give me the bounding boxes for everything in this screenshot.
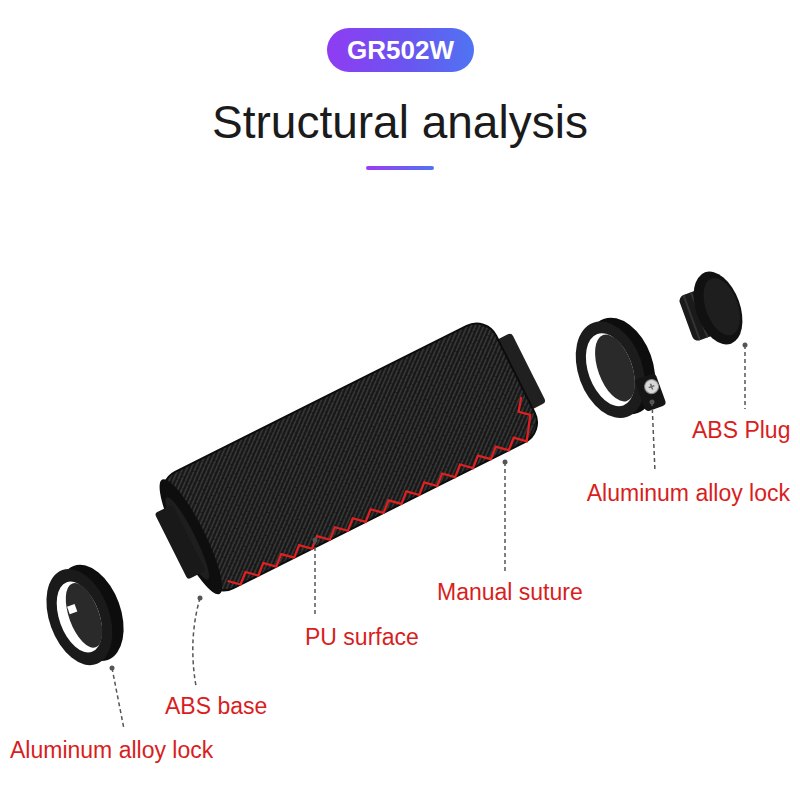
part-label: PU surface [303, 624, 421, 650]
abs-plug [673, 265, 752, 356]
part-label: Aluminum alloy lock [8, 737, 215, 763]
model-badge: GR502W [327, 28, 474, 72]
diagram-title: Structural analysis [0, 94, 800, 150]
title-underline [366, 166, 434, 170]
leader-lines [112, 345, 745, 729]
part-label: ABS Plug [690, 417, 792, 443]
grip-body [142, 309, 558, 604]
part-label: Aluminum alloy lock [585, 480, 792, 506]
part-label: ABS base [163, 693, 269, 719]
leader-dots [110, 343, 748, 671]
left-lock-ring [34, 556, 136, 675]
badge-text: GR502W [347, 35, 454, 65]
part-label: Manual suture [435, 579, 585, 605]
